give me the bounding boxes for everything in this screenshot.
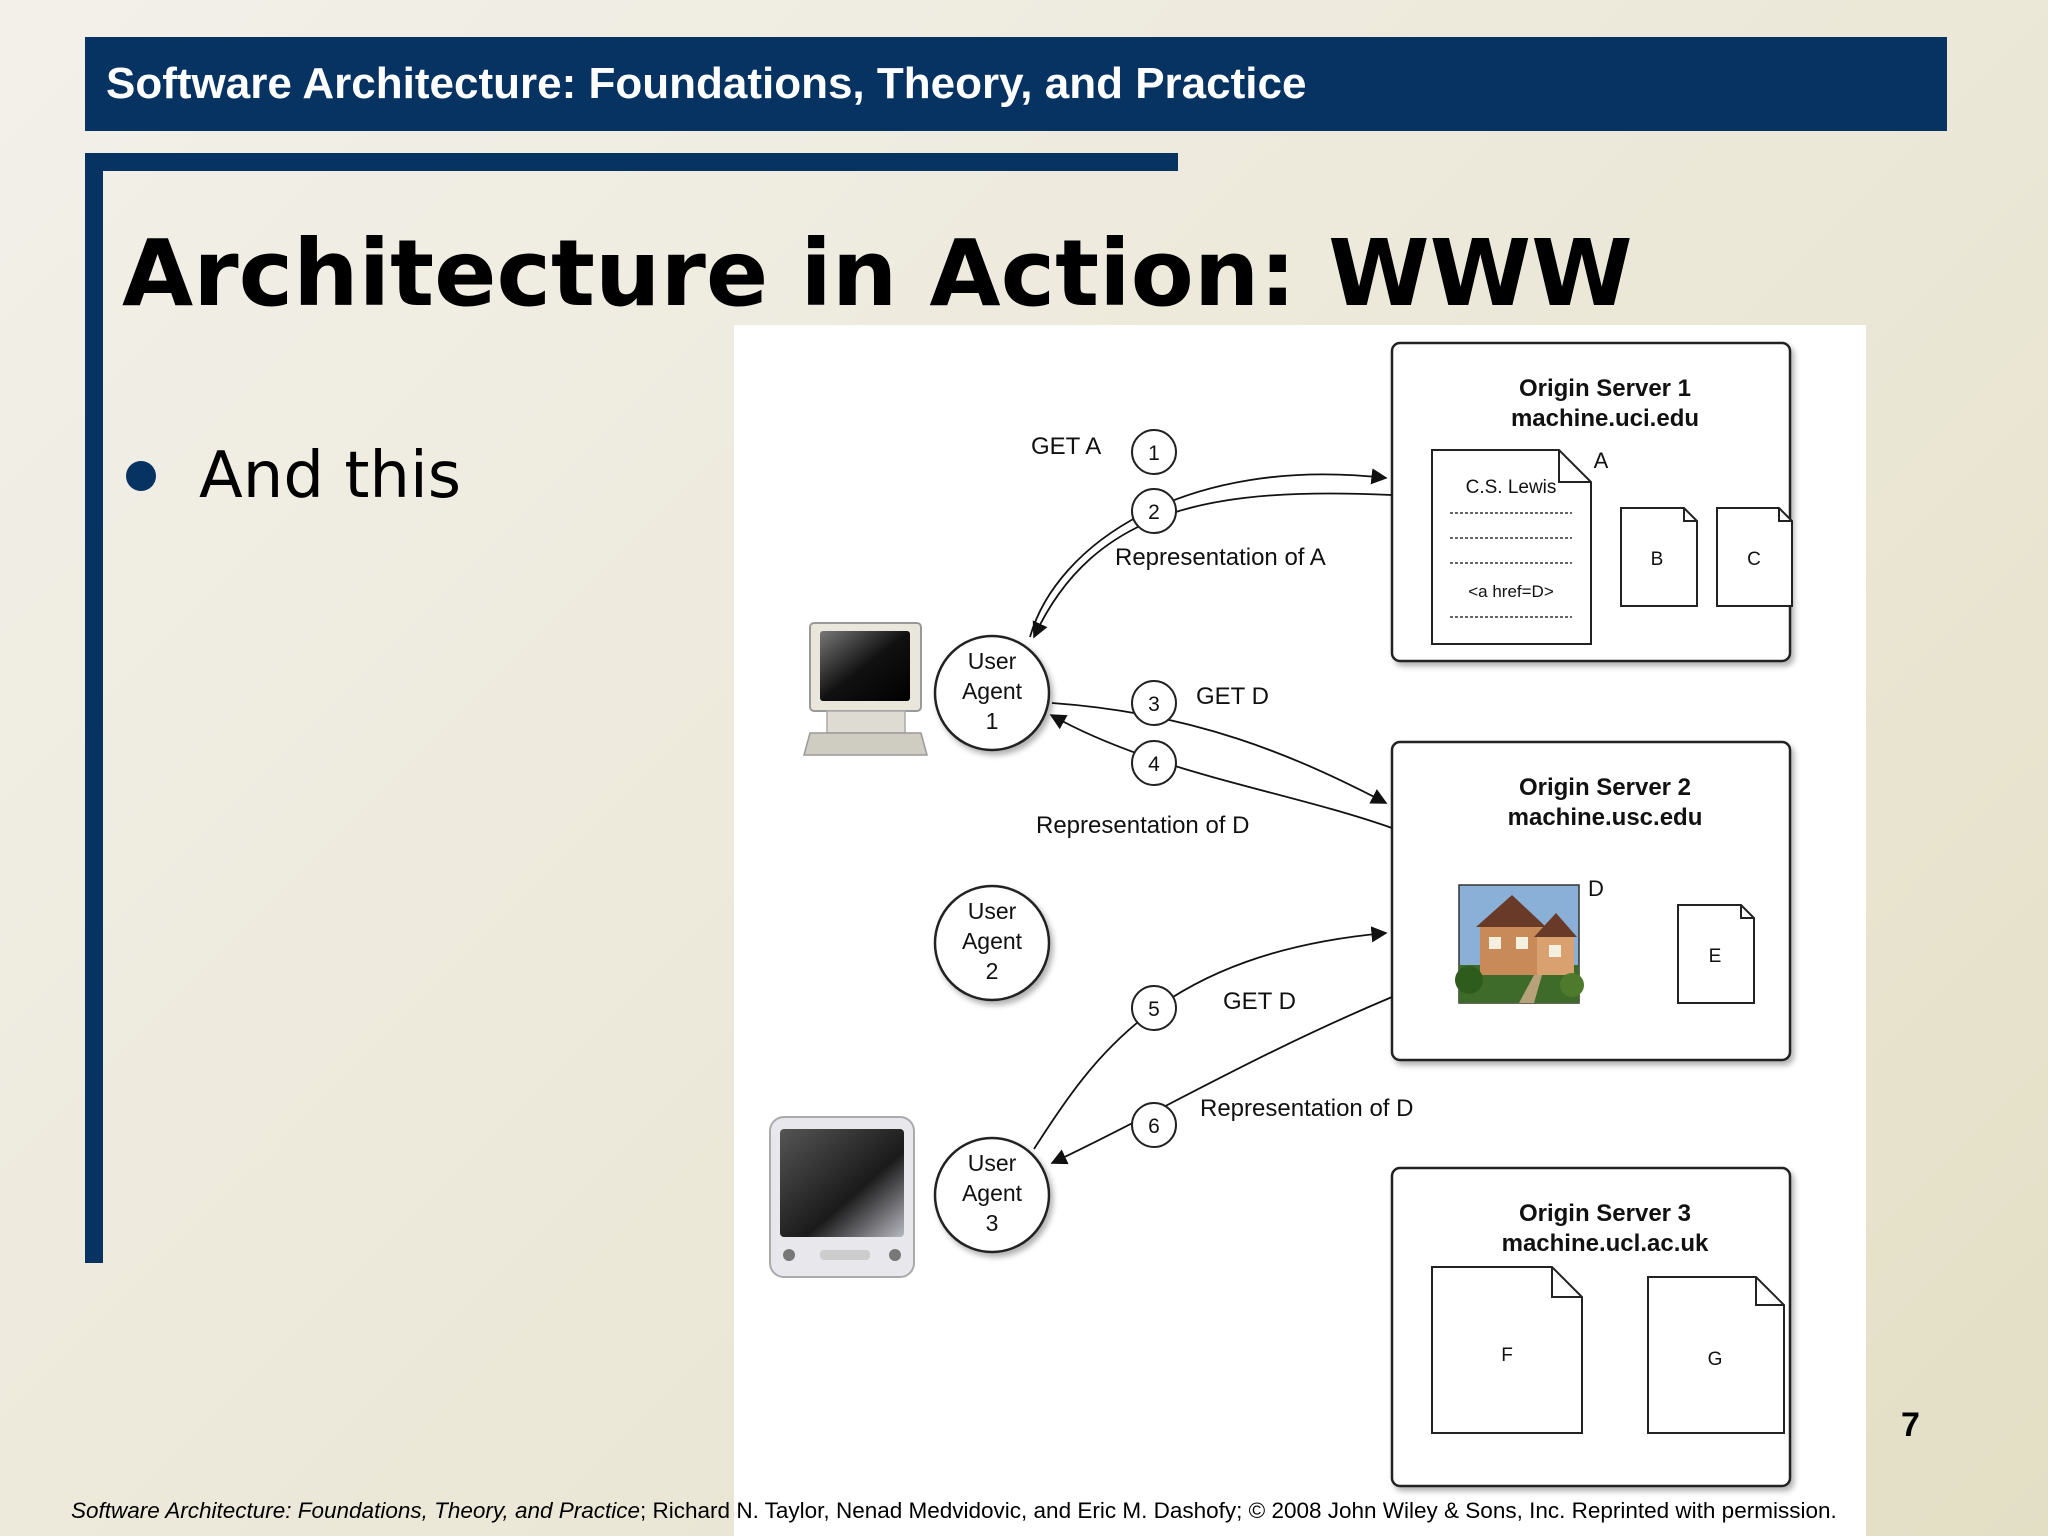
header-bar: Software Architecture: Foundations, Theo… <box>85 37 1947 131</box>
step-5-number: 5 <box>1148 998 1160 1021</box>
step-2-marker: 2 <box>1131 488 1177 534</box>
agent-3-line2: Agent <box>962 1180 1023 1206</box>
step-5-marker: 5 <box>1131 985 1177 1031</box>
document-f-label: F <box>1501 1345 1513 1366</box>
step-1-number: 1 <box>1148 442 1160 465</box>
server-3-name: Origin Server 3 <box>1519 1200 1691 1227</box>
user-agent-3: User Agent 3 <box>933 1136 1051 1254</box>
origin-server-2: Origin Server 2 machine.usc.edu D <box>1390 740 1792 1062</box>
step-6-marker: 6 <box>1131 1102 1177 1148</box>
document-c: C <box>1716 507 1793 607</box>
slide-title: Architecture in Action: WWW <box>122 220 1633 327</box>
arrow-step-6 <box>1050 996 1393 1165</box>
document-a-link: <a href=D> <box>1468 582 1554 601</box>
page-number: 7 <box>1901 1406 1920 1444</box>
agent-2-line2: Agent <box>962 928 1023 954</box>
step-6-number: 6 <box>1148 1115 1160 1138</box>
step-4-number: 4 <box>1148 753 1160 776</box>
agent-2-line3: 2 <box>986 958 999 984</box>
server-2-host: machine.usc.edu <box>1508 804 1703 831</box>
document-g: G <box>1647 1276 1785 1434</box>
step-3-number: 3 <box>1148 693 1160 716</box>
document-g-label: G <box>1708 1349 1723 1370</box>
frame-left-rule <box>85 153 103 1263</box>
arrow-step-3 <box>1051 702 1388 804</box>
computer-3-icon <box>769 1116 915 1278</box>
document-d-label: D <box>1588 876 1604 901</box>
document-c-label: C <box>1747 549 1761 570</box>
footer-citation: Software Architecture: Foundations, Theo… <box>71 1498 1837 1524</box>
footer-book-title: Software Architecture: Foundations, Theo… <box>71 1498 641 1523</box>
header-title: Software Architecture: Foundations, Theo… <box>106 59 1307 108</box>
document-e: E <box>1677 904 1755 1004</box>
origin-server-1: Origin Server 1 machine.uci.edu A C.S. L… <box>1390 341 1793 663</box>
step-2-label: Representation of A <box>1115 544 1326 571</box>
step-1-marker: 1 <box>1131 429 1177 475</box>
document-d-image: D <box>1455 876 1604 1004</box>
server-1-name: Origin Server 1 <box>1519 375 1691 402</box>
arrow-step-4 <box>1049 714 1393 829</box>
bullet-icon <box>126 461 156 491</box>
agent-3-line1: User <box>968 1150 1017 1176</box>
step-3-label: GET D <box>1196 683 1269 710</box>
agent-3-line3: 3 <box>986 1210 999 1236</box>
agent-1-line2: Agent <box>962 678 1023 704</box>
server-3-host: machine.ucl.ac.uk <box>1502 1230 1709 1257</box>
step-4-label: Representation of D <box>1036 812 1249 839</box>
step-1-label: GET A <box>1031 433 1101 460</box>
agent-1-line1: User <box>968 648 1017 674</box>
step-4-marker: 4 <box>1131 740 1177 786</box>
document-a-label: A <box>1594 448 1609 473</box>
frame-top-rule <box>85 153 1178 171</box>
agent-2-line1: User <box>968 898 1017 924</box>
step-6-label: Representation of D <box>1200 1095 1413 1122</box>
document-b-label: B <box>1651 549 1664 570</box>
document-a-author: C.S. Lewis <box>1466 477 1557 498</box>
bullet-text: And this <box>199 439 462 513</box>
user-agent-2: User Agent 2 <box>933 884 1051 1002</box>
step-5-label: GET D <box>1223 988 1296 1015</box>
document-a: A C.S. Lewis <a href=D> <box>1431 448 1609 645</box>
document-e-label: E <box>1709 946 1722 967</box>
step-2-number: 2 <box>1148 501 1160 524</box>
computer-1-icon <box>803 622 928 756</box>
agent-1-line3: 1 <box>986 708 999 734</box>
document-f: F <box>1431 1266 1583 1434</box>
origin-server-3: Origin Server 3 machine.ucl.ac.uk F G <box>1390 1166 1792 1488</box>
user-agent-1: User Agent 1 <box>933 634 1051 752</box>
document-b: B <box>1620 507 1698 607</box>
www-diagram: Origin Server 1 machine.uci.edu A C.S. L… <box>734 325 1866 1536</box>
diagram-svg: Origin Server 1 machine.uci.edu A C.S. L… <box>769 341 1793 1488</box>
footer-citation-rest: ; Richard N. Taylor, Nenad Medvidovic, a… <box>640 1498 1837 1523</box>
server-1-host: machine.uci.edu <box>1511 405 1699 432</box>
server-2-name: Origin Server 2 <box>1519 774 1691 801</box>
step-3-marker: 3 <box>1131 680 1177 726</box>
